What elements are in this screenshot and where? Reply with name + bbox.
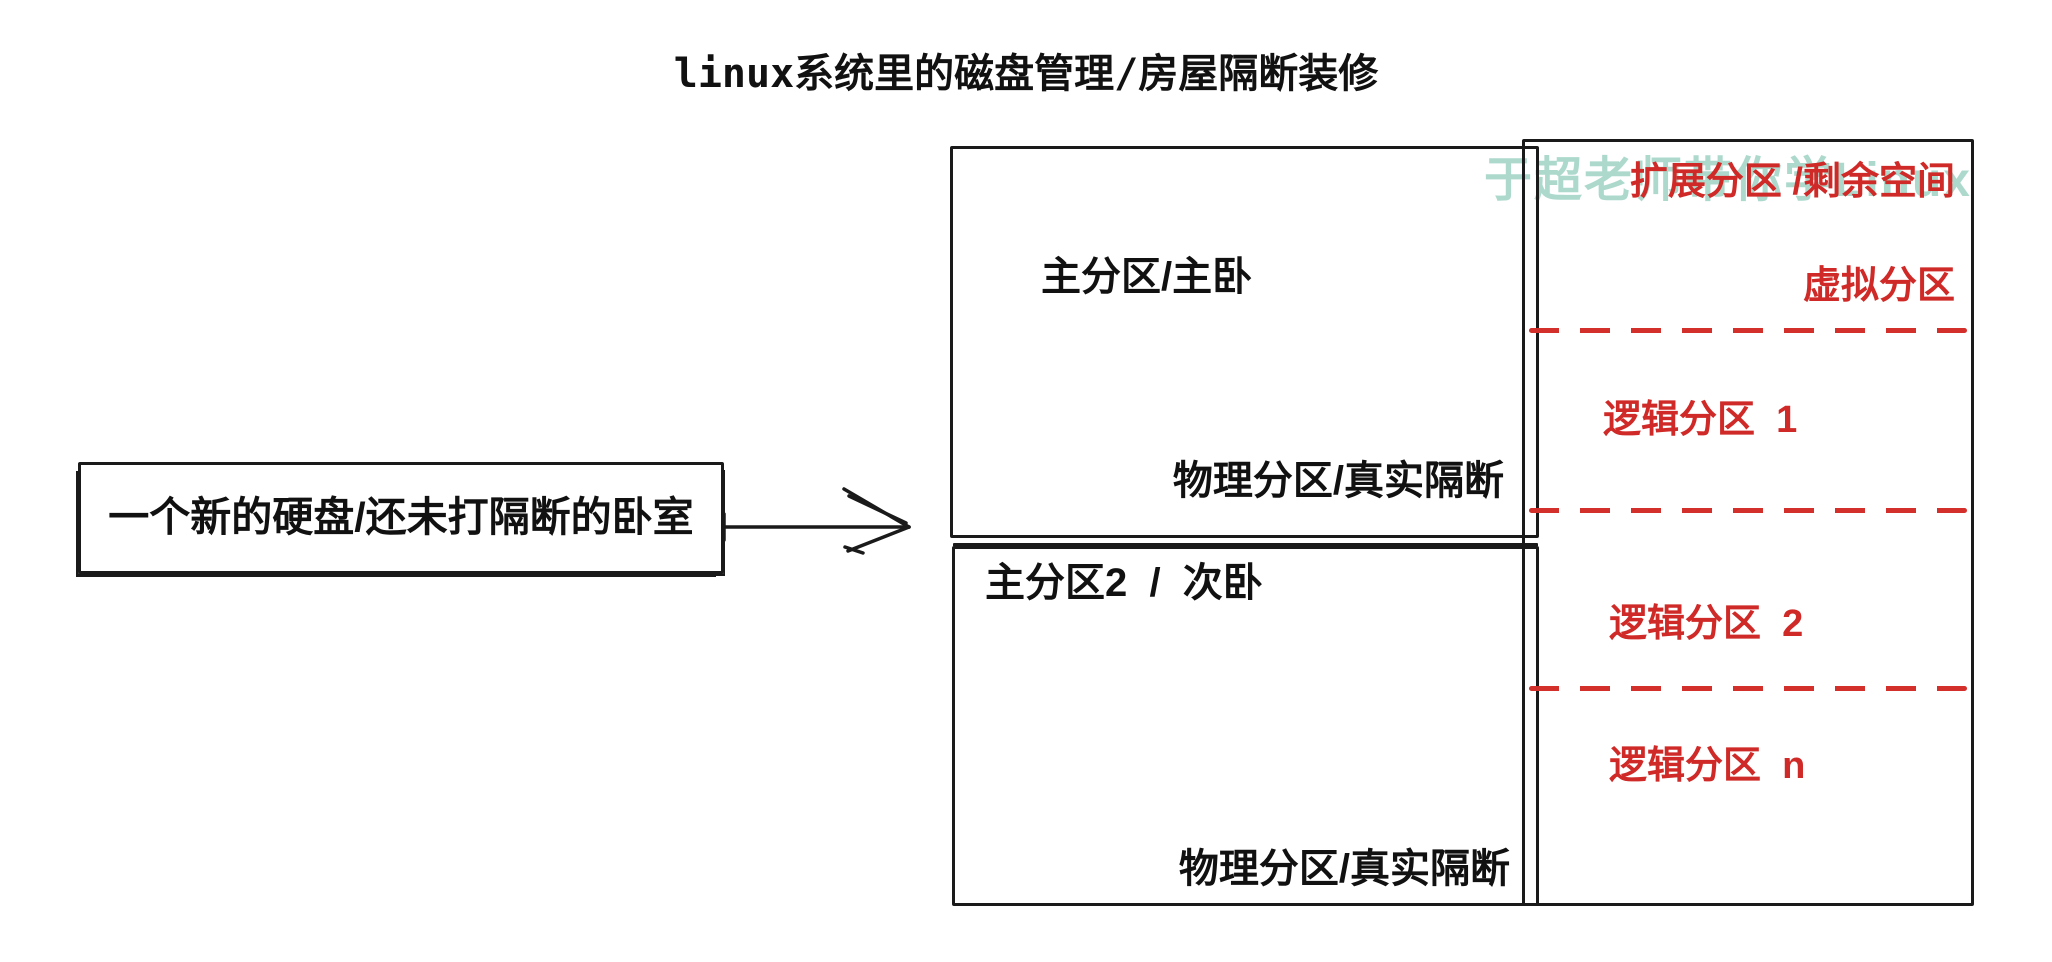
arrow-icon	[722, 487, 911, 555]
extended-partition-box: 扩展分区 /剩余空间 虚拟分区 逻辑分区 1 逻辑分区 2 逻辑分区 n	[1522, 139, 1974, 906]
dashed-separator-2	[1529, 508, 1967, 513]
new-disk-box: 一个新的硬盘/还未打隔断的卧室	[78, 462, 724, 574]
primary-partition-1-box: 主分区/主卧 物理分区/真实隔断	[950, 146, 1539, 538]
logical-partition-1-label: 逻辑分区 1	[1603, 399, 1798, 441]
dashed-separator-1	[1529, 328, 1967, 333]
virtual-partition-label: 虚拟分区	[1802, 265, 1955, 307]
watermark-text: 于超老师带你学Linux	[1484, 154, 1972, 207]
primary-partition-2-sublabel: 物理分区/真实隔断	[1178, 847, 1510, 891]
primary-partition-2-label: 主分区2 / 次卧	[985, 561, 1263, 605]
logical-partition-n-label: 逻辑分区 n	[1609, 745, 1806, 787]
logical-partition-2-label: 逻辑分区 2	[1609, 603, 1804, 645]
extended-partition-header: 扩展分区 /剩余空间	[1629, 161, 1955, 203]
primary-partition-1-label: 主分区/主卧	[1041, 255, 1253, 299]
primary-partition-2-box: 主分区2 / 次卧 物理分区/真实隔断	[952, 546, 1539, 906]
dashed-separator-3	[1529, 686, 1967, 691]
new-disk-label: 一个新的硬盘/还未打隔断的卧室	[108, 494, 694, 541]
page-title: linux系统里的磁盘管理/房屋隔断装修	[673, 51, 1379, 97]
primary-partition-1-sublabel: 物理分区/真实隔断	[1172, 459, 1504, 503]
